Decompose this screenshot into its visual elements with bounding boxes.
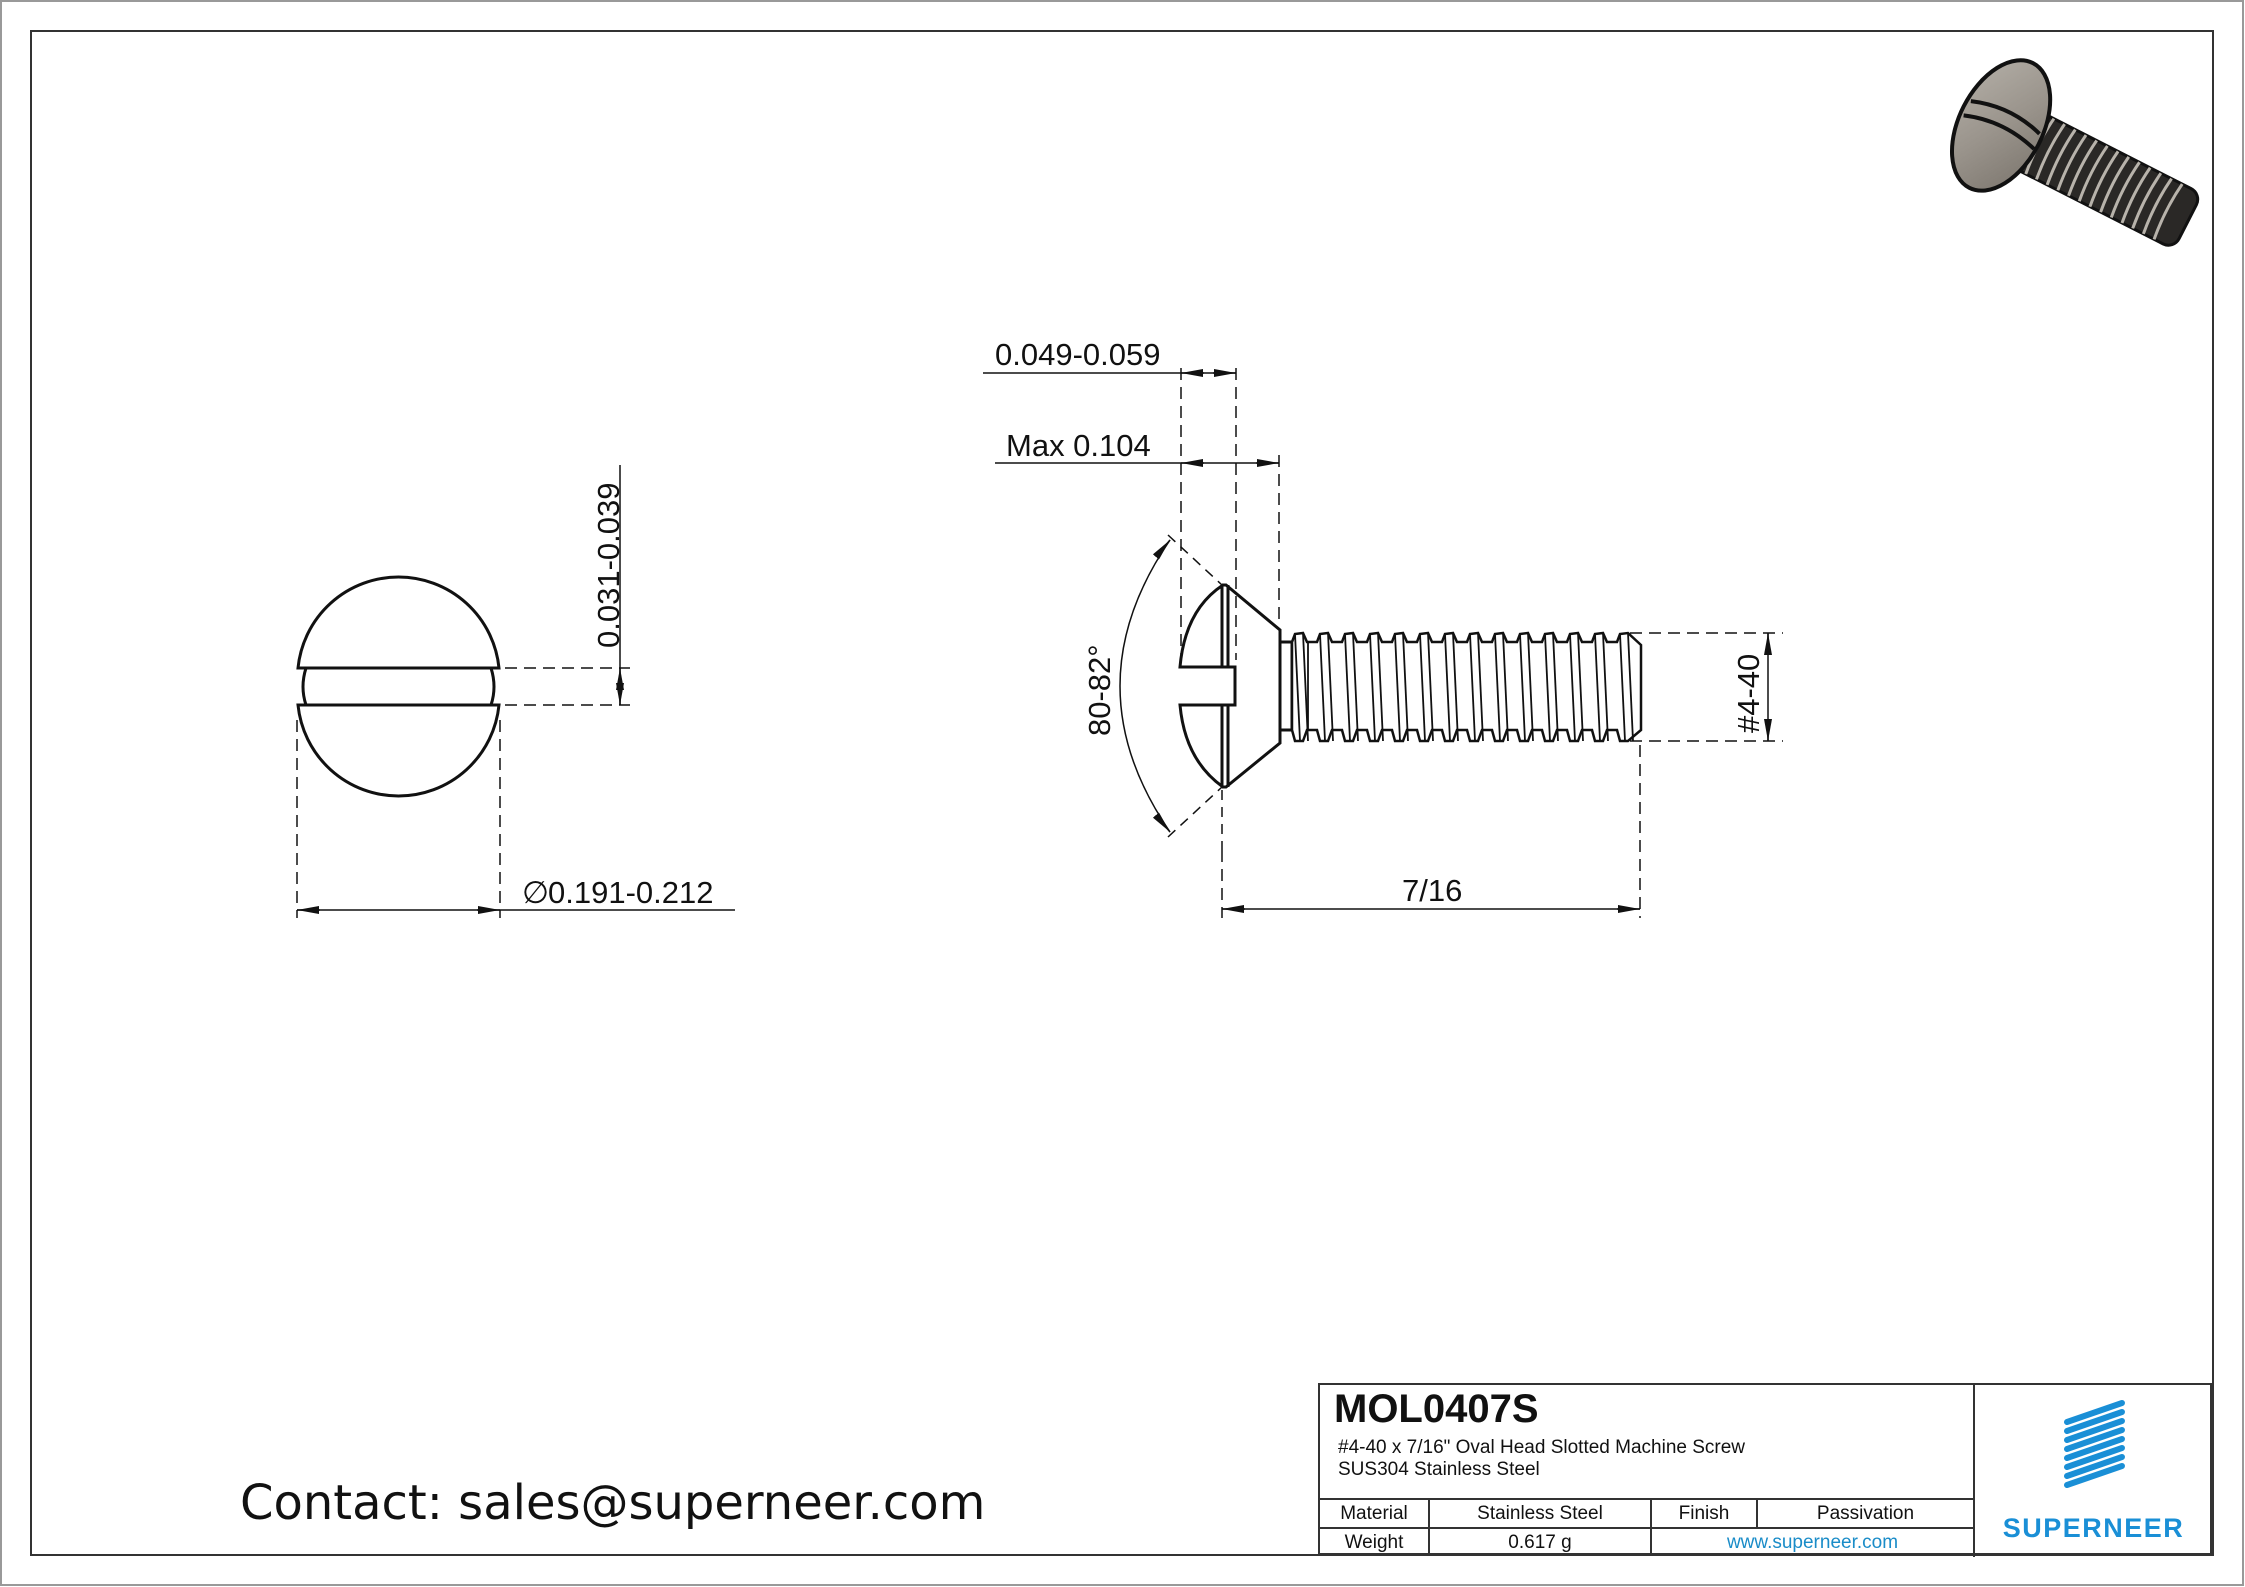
spec-row-material: Material Stainless Steel Finish Passivat… [1320, 1498, 1973, 1528]
oval-dome [1178, 583, 1224, 789]
max-head-dim: Max 0.104 [1006, 428, 1151, 463]
head-upper-arc [296, 575, 501, 670]
description-line-2: SUS304 Stainless Steel [1338, 1459, 1540, 1480]
length-dim: 7/16 [1402, 873, 1462, 908]
head-lower-arc [296, 703, 501, 798]
side-slot [1180, 665, 1237, 707]
head-angle-dim: 80-82° [1082, 644, 1117, 736]
iso-screw-render [1949, 58, 2200, 247]
brand-logo: SUPERNEER [1975, 1385, 2212, 1553]
part-number: MOL0407S [1334, 1387, 1539, 1431]
title-block-info: MOL0407S #4-40 x 7/16" Oval Head Slotted… [1320, 1385, 1975, 1557]
material-value: Stainless Steel [1429, 1498, 1652, 1528]
thread-size-dim: #4-40 [1731, 654, 1766, 733]
side-view [1178, 583, 1294, 789]
slot [301, 667, 496, 707]
website-link[interactable]: www.superneer.com [1651, 1527, 1973, 1556]
weight-value: 0.617 g [1429, 1527, 1652, 1556]
brand-name: SUPERNEER [2002, 1513, 2185, 1543]
top-view-dimensions [296, 465, 735, 918]
material-label: Material [1320, 1498, 1430, 1528]
part-description: #4-40 x 7/16" Oval Head Slotted Machine … [1338, 1437, 1745, 1481]
head-diameter-dim: 0.191-0.212 [548, 875, 713, 910]
side-view-dimensions [983, 368, 1783, 918]
superneer-stripes-icon [2064, 1400, 2125, 1488]
head-diameter-symbol: ∅ [522, 875, 549, 910]
weight-label: Weight [1320, 1527, 1430, 1556]
head-height-dim: 0.049-0.059 [995, 337, 1160, 372]
finish-label: Finish [1651, 1498, 1758, 1528]
description-line-1: #4-40 x 7/16" Oval Head Slotted Machine … [1338, 1437, 1746, 1458]
title-block: MOL0407S #4-40 x 7/16" Oval Head Slotted… [1318, 1383, 2212, 1557]
finish-value: Passivation [1757, 1498, 1973, 1528]
slot-width-dim: 0.031-0.039 [591, 483, 626, 648]
spec-table: Material Stainless Steel Finish Passivat… [1320, 1498, 1973, 1556]
top-view [296, 575, 501, 798]
page-inner-border [30, 30, 2214, 1556]
spec-row-weight: Weight 0.617 g www.superneer.com [1320, 1527, 1973, 1556]
contact-email: Contact: sales@superneer.com [240, 1475, 986, 1531]
thread [1290, 631, 1643, 743]
